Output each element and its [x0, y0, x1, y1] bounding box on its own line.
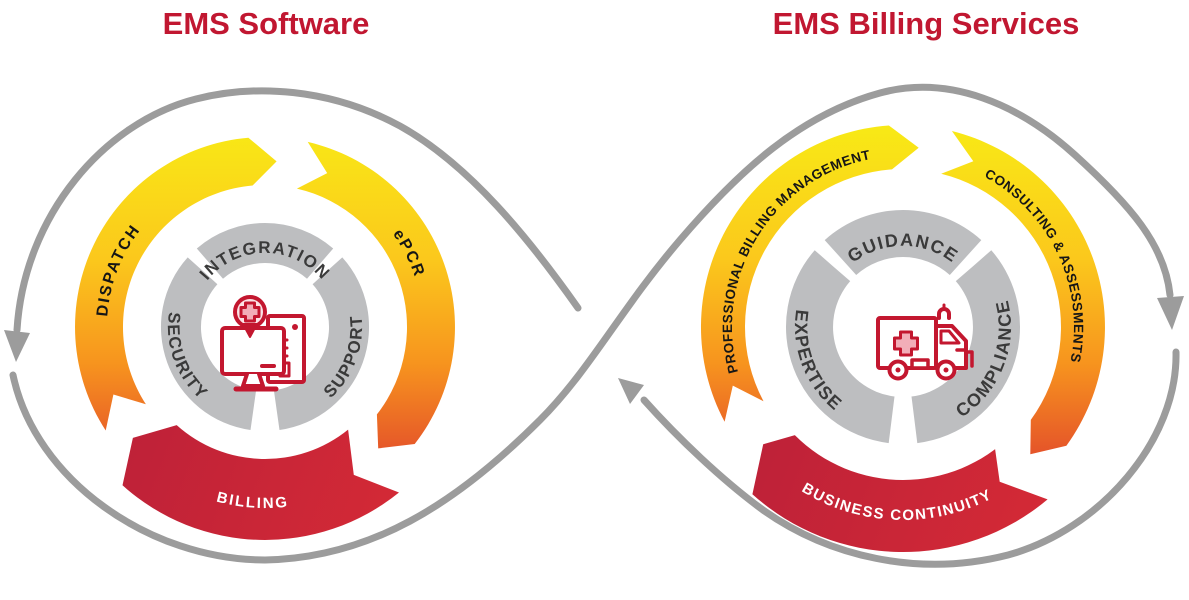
right-ring-consulting-segment [941, 131, 1105, 455]
loop-segment-bottom-cross [9, 83, 1174, 564]
left-inner-integration-segment [196, 223, 334, 279]
bottom-step [910, 358, 930, 370]
left-ring-dispatch-segment [75, 137, 277, 431]
loop-segment-left-top [13, 87, 582, 334]
right-inner-expertise-segment [785, 250, 895, 444]
infinity-loop [4, 83, 1184, 568]
computer-medical-icon [220, 295, 306, 392]
rear-wheel-hub [895, 367, 901, 373]
front-wheel-hub [943, 367, 949, 373]
left-inner-support-segment [273, 257, 370, 430]
tower-power-button [292, 324, 298, 330]
right-cycle: PROFESSIONAL BILLING MANAGEMENT CONSULTI… [700, 125, 1105, 553]
left-inner-security-segment [160, 257, 257, 430]
medical-badge-tail [242, 323, 258, 338]
left-ring-billing-band [122, 425, 399, 540]
loop-segment-right-bottom [640, 348, 1180, 568]
ambulance-window [939, 329, 961, 345]
front-bumper [964, 350, 974, 368]
loop-arrowhead-right-icon [1157, 296, 1184, 330]
left-cycle: DISPATCH ePCR BILLING INTEGRATION SECURI… [75, 137, 455, 540]
ambulance-cross-icon [893, 330, 919, 357]
monitor-stand [241, 372, 265, 388]
right-ring-pbm-segment [700, 125, 919, 422]
ambulance-icon [876, 303, 974, 381]
loop-arrowhead-center-icon [618, 378, 644, 404]
left-diagram-title: EMS Software [162, 6, 370, 41]
loop-arrowhead-left-icon [4, 330, 30, 362]
medical-cross-icon [239, 301, 261, 323]
right-inner-compliance-segment [911, 250, 1021, 444]
right-diagram-title: EMS Billing Services [772, 6, 1080, 41]
left-ring-epcr-segment [296, 141, 455, 449]
right-inner-guidance-segment [824, 210, 982, 275]
